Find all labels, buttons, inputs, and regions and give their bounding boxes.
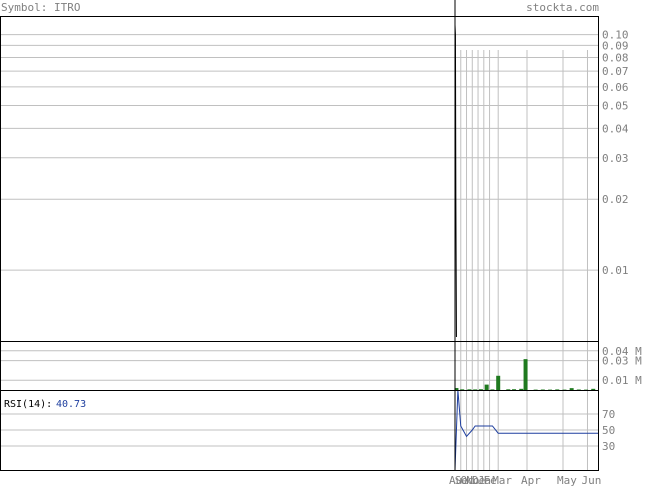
rsi-line: [454, 389, 599, 471]
month-label: Jun: [581, 474, 601, 486]
volume-tick-label: 0.01 M: [602, 374, 642, 387]
price-tick-label: 0.01: [602, 264, 629, 277]
symbol-label: Symbol: ITRO: [1, 1, 80, 14]
volume-bar: [555, 389, 560, 390]
volume-bar: [484, 384, 489, 390]
price-panel: 0.100.090.080.07 0.06 0.05 0.04 0.03 0.02 0.01: [0, 0, 629, 342]
month-label: De: [472, 474, 485, 486]
price-frame: [0, 16, 599, 342]
price-tick-label: 0.05: [602, 100, 629, 113]
volume-bar: [460, 389, 465, 390]
site-label[interactable]: stockta.com: [526, 1, 599, 14]
month-label: No: [466, 474, 479, 486]
price-tick-label: 0.08: [602, 51, 629, 64]
volume-bar: [519, 388, 524, 390]
volume-bar: [569, 388, 574, 390]
month-label: Fe: [484, 474, 497, 486]
price-tick-label: 0.02: [602, 193, 629, 206]
rsi-value: 40.73: [56, 399, 86, 410]
price-tick-label: 0.04: [602, 122, 629, 135]
price-tick-label: 0.10: [602, 29, 629, 42]
rsi-tick-label: 70: [602, 408, 615, 421]
month-label: May: [557, 474, 577, 486]
volume-bar: [512, 389, 517, 390]
rsi-frame: [0, 390, 599, 471]
volume-tick-label: 0.04 M: [602, 345, 642, 358]
volume-panel: 0.04 M0.03 M 0.01 M: [0, 341, 642, 391]
volume-bar: [478, 389, 483, 390]
month-label: Mar: [492, 474, 512, 486]
month-label: Se: [455, 474, 468, 486]
volume-tick-label: 0.03 M: [602, 355, 642, 368]
volume-bar: [506, 389, 511, 390]
month-label: Apr: [521, 474, 541, 486]
price-tick-label: 0.03: [602, 152, 629, 165]
rsi-label: RSI(14):: [4, 399, 52, 410]
volume-bar: [473, 389, 478, 390]
rsi-tick-label: 50: [602, 424, 615, 437]
volume-bar: [591, 388, 596, 390]
month-label: Oc: [461, 474, 474, 486]
volume-frame: [0, 341, 599, 391]
price-tick-label: 0.06: [602, 81, 629, 94]
month-label: Au: [449, 474, 462, 486]
volume-bar: [523, 359, 528, 390]
volume-bar: [490, 389, 495, 390]
volume-bar: [496, 375, 501, 390]
rsi-tick-label: 30: [602, 440, 615, 453]
price-tick-label: 0.09: [602, 39, 629, 52]
volume-bar: [467, 389, 472, 390]
price-tick-label: 0.07: [602, 65, 629, 78]
month-label: Ja: [478, 474, 491, 486]
volume-bar: [454, 388, 459, 390]
rsi-panel: RSI(14): 40.73 70 50 30: [0, 389, 615, 471]
